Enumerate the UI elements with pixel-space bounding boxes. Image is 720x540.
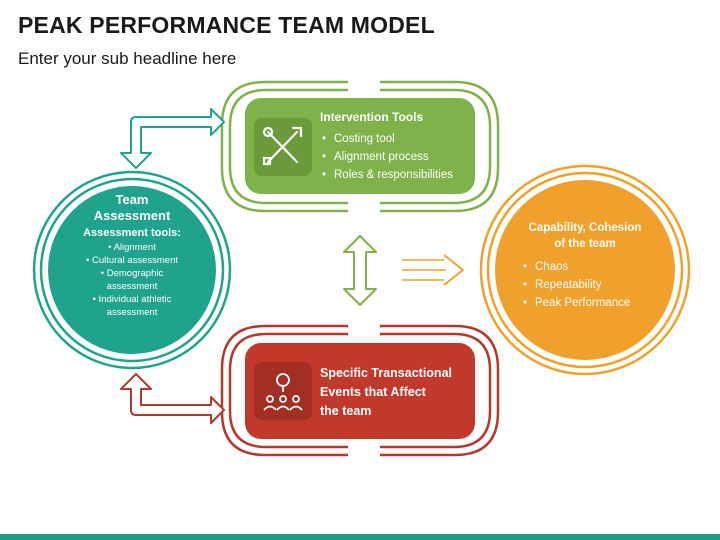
assessment-to-intervention-arrow [120,108,225,169]
events-frame [220,324,500,457]
page-title: PEAK PERFORMANCE TEAM MODEL [18,12,435,38]
intervention-title: Intervention Tools [320,110,424,124]
list-item: Chaos [521,258,655,276]
assessment-item: • Demographic assessment [100,268,164,292]
assessment-subtitle: Assessment tools: [83,227,181,239]
assessment-title-line2: Assessment [93,208,171,223]
list-item: Peak Performance [521,294,655,312]
intervention-list: Costing tool Alignment process Roles & r… [320,130,470,184]
page-subtitle: Enter your sub headline here [18,49,237,68]
capability-title-line1: Capability, Cohesion [528,222,642,234]
events-title-line3: the team [320,404,372,418]
list-item: Roles & responsibilities [320,166,470,184]
list-item: Repeatability [521,276,655,294]
capability-title-line2: of the team [554,238,616,250]
list-item: Alignment process [320,148,470,166]
capability-rings [479,164,691,376]
capability-text: Capability, Cohesion of the team Chaos R… [515,220,655,312]
assessment-text: Team Assessment Assessment tools: • Alig… [72,192,192,319]
intervention-frame [220,80,500,213]
tools-icon [262,126,303,166]
list-item: Cultural assessment [91,255,179,266]
capability-list: Chaos Repeatability Peak Performance [515,258,655,312]
team-idea-icon [263,373,303,411]
list-item: Alignment [113,242,156,253]
assessment-title-line1: Team [115,192,149,207]
list-item: Costing tool [320,130,470,148]
list-item: Demographic assessment [106,268,164,292]
assessment-to-events-arrow [120,373,225,424]
events-title-line2: Events that Affect [320,385,426,399]
intervention-text: Intervention Tools Costing tool Alignmen… [320,110,470,184]
assessment-item: • Cultural assessment [85,255,179,266]
to-capability-arrow [402,254,464,286]
events-text: Specific Transactional Events that Affec… [320,364,470,421]
assessment-item: • Alignment [108,242,156,253]
assessment-item: • Individual athletic assessment [92,294,172,318]
list-item: Individual athletic assessment [98,294,172,318]
assessment-circle [48,186,216,354]
vertical-double-arrow [343,235,377,306]
assessment-rings [32,170,232,370]
events-title-line1: Specific Transactional [320,366,452,380]
footer-bar [0,534,720,540]
